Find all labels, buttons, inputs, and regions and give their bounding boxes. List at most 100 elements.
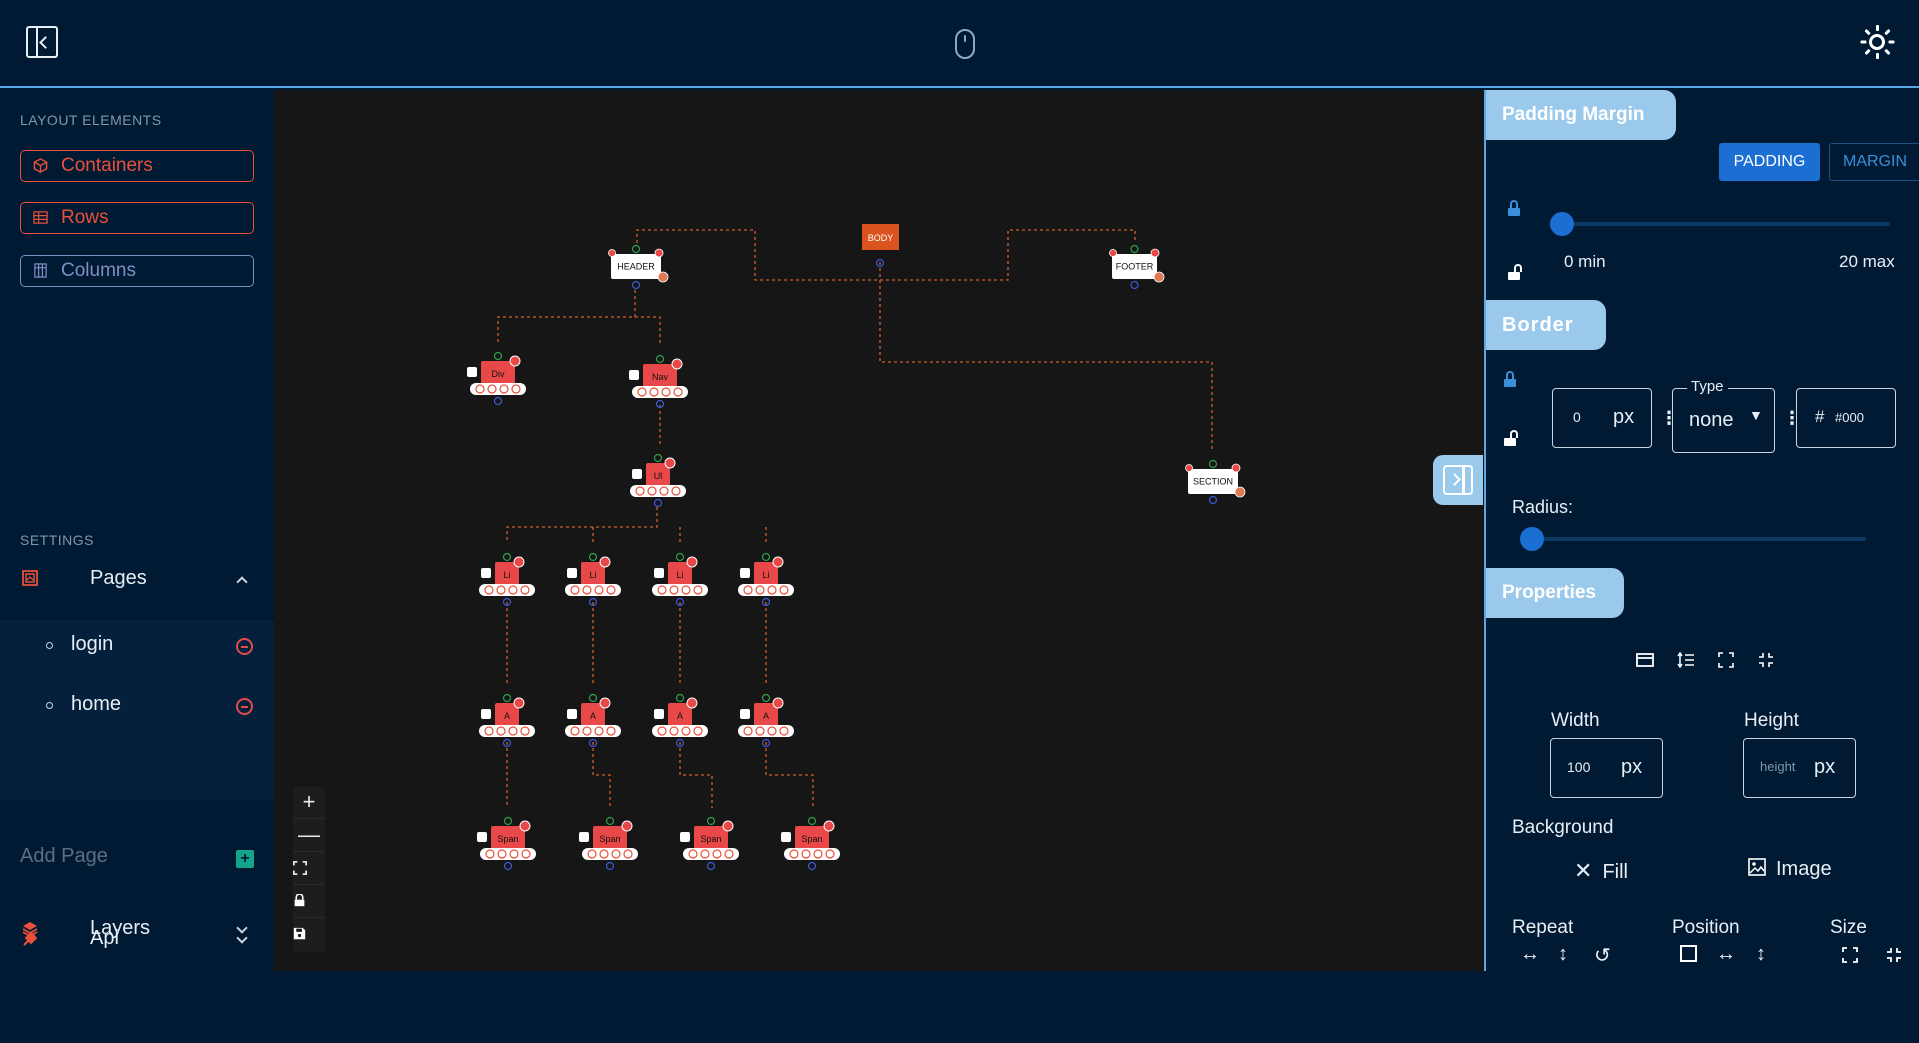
span-node-label: Span (599, 834, 620, 844)
padding-slider-thumb[interactable] (1550, 212, 1574, 236)
layers-toggle[interactable] (0, 995, 274, 1043)
edge-line (635, 316, 661, 343)
zoom-out-button[interactable]: — (293, 820, 325, 852)
padding-margin-tab[interactable]: Padding Margin (1486, 90, 1676, 140)
image-button[interactable]: Image (1748, 858, 1832, 881)
toolbar-action-icon (570, 585, 580, 595)
fit-view-icon[interactable] (293, 853, 325, 885)
add-page-input[interactable]: Add Page (20, 845, 108, 867)
border-tab[interactable]: Border (1486, 300, 1606, 350)
toolbar-action-icon (779, 585, 789, 595)
toolbar-action-icon (693, 726, 703, 736)
ul-node (646, 463, 670, 487)
fullscreen-icon[interactable] (1718, 652, 1734, 668)
shrink-icon[interactable] (1886, 947, 1902, 963)
bullet-icon (46, 642, 53, 649)
pages-toggle[interactable]: Pages (0, 555, 274, 603)
remove-page-icon[interactable] (236, 698, 253, 715)
pages-label: Pages (90, 567, 147, 589)
input-handle (761, 693, 771, 703)
padding-button[interactable]: PADDING (1719, 143, 1820, 181)
node-toolbar (630, 485, 686, 497)
output-handle (588, 597, 598, 607)
repeat-x-icon[interactable]: ↔ (1520, 943, 1540, 965)
output-handle (807, 861, 817, 871)
lock-icon[interactable] (1508, 200, 1520, 216)
badge-icon (1185, 464, 1193, 472)
radius-slider-thumb[interactable] (1520, 527, 1544, 551)
image-icon (1748, 858, 1766, 876)
ul-node-label: Ul (654, 471, 663, 481)
save-icon[interactable] (293, 919, 325, 951)
margin-button[interactable]: MARGIN (1829, 143, 1919, 181)
remove-page-icon[interactable] (236, 638, 253, 655)
padding-slider[interactable] (1560, 222, 1890, 226)
properties-tab[interactable]: Properties (1486, 568, 1624, 618)
page-item-login[interactable]: login (0, 620, 274, 672)
lock-icon[interactable] (1504, 371, 1516, 387)
border-color-field[interactable]: # #000 (1796, 388, 1896, 448)
border-type-select[interactable]: Type none ▼ (1672, 378, 1775, 453)
repeat-y-icon[interactable]: ↕ (1558, 943, 1568, 965)
sidebar-collapse-icon[interactable] (26, 26, 58, 58)
toolbar-action-icon (659, 486, 669, 496)
kebab-icon[interactable]: ⋮ (1660, 408, 1678, 428)
fill-button[interactable]: ✕Fill (1574, 858, 1628, 884)
rows-button[interactable]: Rows (20, 202, 254, 234)
height-field[interactable]: height px (1743, 738, 1856, 798)
input-handle (588, 693, 598, 703)
width-field[interactable]: 100 px (1550, 738, 1663, 798)
close-badge-icon (1150, 248, 1160, 258)
input-handle (605, 816, 615, 826)
edge-line (679, 742, 713, 808)
pages-list: login home (0, 620, 274, 800)
li-node (581, 562, 605, 586)
columns-button[interactable]: Columns (20, 255, 254, 287)
input-handle (502, 693, 512, 703)
tag-icon (481, 709, 491, 719)
toolbar-action-icon (688, 849, 698, 859)
unlock-icon[interactable] (1504, 430, 1518, 446)
containers-button[interactable]: Containers (20, 150, 254, 182)
layers-toggle[interactable]: Layers (0, 905, 274, 953)
output-handle (761, 738, 771, 748)
reset-icon[interactable]: ↺ (1594, 945, 1611, 967)
height-placeholder: height (1760, 759, 1796, 774)
output-handle (1130, 280, 1139, 290)
edge-line (506, 507, 767, 543)
add-page-button[interactable]: + (236, 850, 254, 868)
page-item-home[interactable]: home (0, 680, 274, 732)
settings-badge-icon (1153, 271, 1165, 283)
zoom-in-button[interactable]: + (293, 787, 325, 819)
output-handle (1208, 495, 1218, 505)
output-handle (493, 396, 503, 406)
exit-fullscreen-icon[interactable] (1758, 652, 1774, 668)
expand-icon[interactable] (1842, 947, 1858, 963)
line-spacing-icon[interactable] (1677, 651, 1695, 669)
square-icon[interactable] (1680, 945, 1697, 962)
lock-icon[interactable] (293, 886, 325, 918)
border-width-field[interactable]: 0 px (1552, 388, 1652, 448)
display-block-icon[interactable] (1636, 651, 1654, 669)
mouse-icon[interactable] (955, 29, 975, 59)
sun-icon[interactable] (1860, 25, 1894, 59)
panel-toggle-icon[interactable] (1433, 455, 1483, 505)
toolbar-action-icon (637, 387, 647, 397)
unlock-icon[interactable] (1508, 264, 1522, 280)
toolbar-action-icon (661, 387, 671, 397)
chevron-up-icon (236, 576, 248, 588)
width-label: Width (1551, 710, 1600, 731)
toolbar-action-icon (693, 585, 703, 595)
output-handle (503, 861, 513, 871)
tag-icon (481, 568, 491, 578)
position-x-icon[interactable]: ↔ (1716, 943, 1736, 965)
input-handle (1130, 244, 1139, 254)
api-toggle[interactable]: Api (0, 915, 274, 963)
position-y-icon[interactable]: ↕ (1756, 943, 1766, 965)
span-node (795, 826, 829, 850)
output-handle (655, 399, 665, 409)
toolbar-action-icon (669, 726, 679, 736)
radius-slider[interactable] (1526, 537, 1866, 541)
